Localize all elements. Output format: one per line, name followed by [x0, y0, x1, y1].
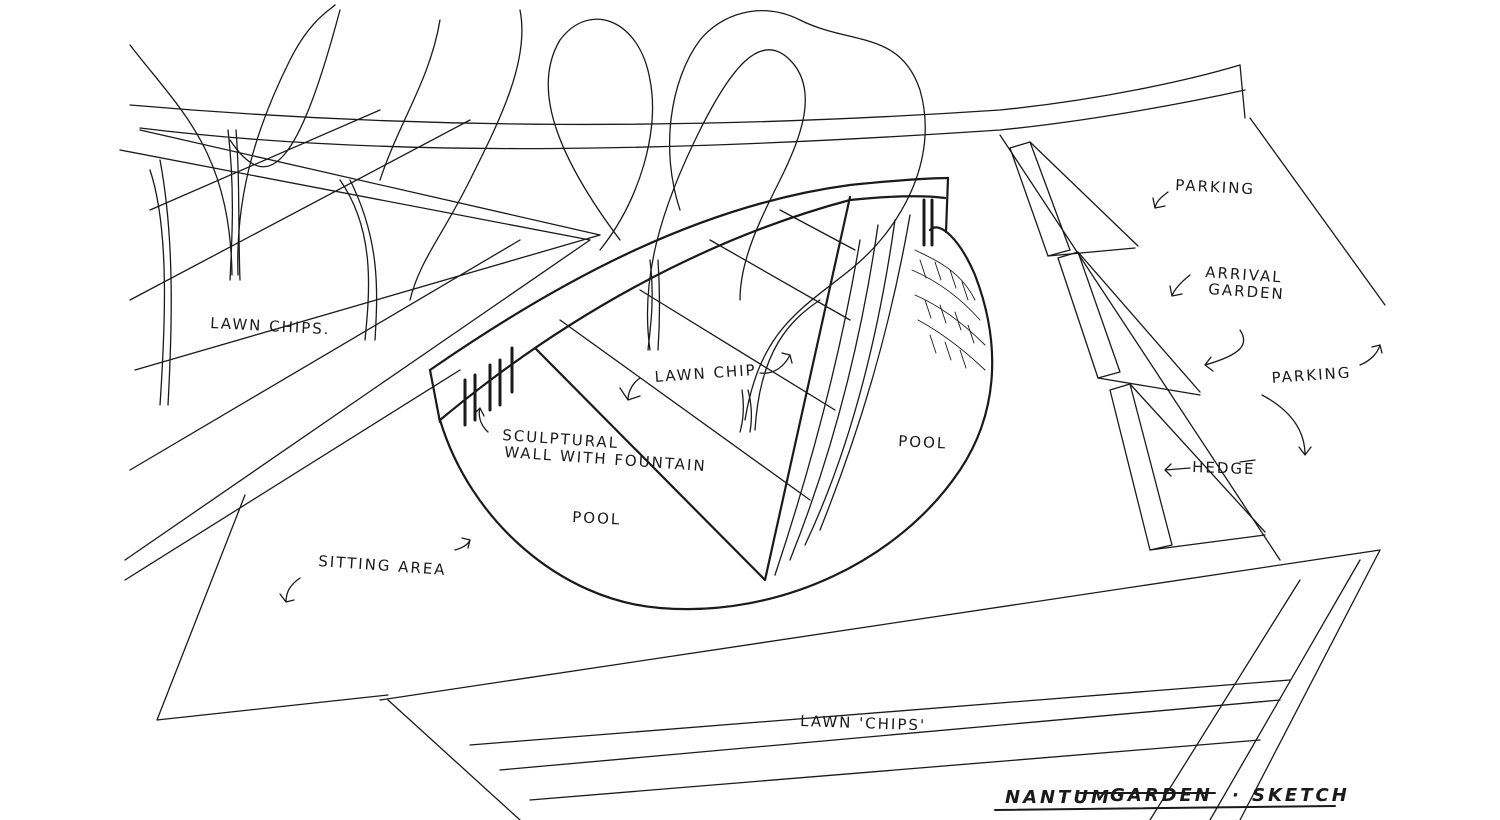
- pool-circle: [438, 226, 994, 611]
- arrow-lawn-chip-right: [759, 352, 793, 374]
- labels: LAWN CHIPS. LAWN CHIP SCULPTURAL WALL WI…: [210, 176, 1352, 734]
- lawn-chip-wedge: [533, 195, 852, 582]
- title-underline: [994, 805, 1336, 811]
- back-wall: [139, 89, 1246, 150]
- back-wall-top: [129, 64, 1241, 126]
- title-word-3: SKETCH: [1252, 785, 1350, 806]
- label-sitting-area: SITTING AREA: [318, 552, 447, 579]
- label-parking-right: PARKING: [1271, 363, 1352, 387]
- tree-trunk-center: [647, 259, 661, 351]
- planting-hatch: [911, 249, 986, 371]
- arrow-arrival-down: [1204, 329, 1245, 372]
- arrow-parking-right-down: [1261, 394, 1312, 456]
- arrow-hedge: [1164, 459, 1256, 477]
- arrival-parking: [999, 117, 1386, 561]
- curved-wall-front: [438, 195, 947, 422]
- curved-wall-top: [428, 176, 950, 372]
- label-parking-top: PARKING: [1175, 176, 1256, 198]
- sitting-area: [156, 494, 1381, 721]
- arrow-wall: [473, 407, 489, 433]
- tree-trunk-1: [149, 159, 172, 406]
- label-hedge: HEDGE: [1192, 458, 1256, 478]
- title-separator: ·: [1232, 785, 1242, 806]
- tree-trunk-right: [739, 389, 752, 433]
- arrow-parking-right-up: [1359, 344, 1383, 366]
- label-arrival-2: GARDEN: [1208, 280, 1286, 303]
- label-lawn-chips-left: LAWN CHIPS.: [210, 314, 331, 338]
- title-word-1: NANTUM: [1005, 787, 1112, 808]
- arrow-parking-top: [1152, 191, 1169, 209]
- label-pool-right: POOL: [898, 432, 948, 453]
- hedge-block-1: [1009, 141, 1071, 257]
- tree-canopy-right: [668, 10, 926, 431]
- leader-arrows: [279, 191, 1383, 603]
- hedge-block-3: [1109, 383, 1173, 551]
- label-arrival-1: ARRIVAL: [1205, 263, 1284, 286]
- arrow-arrival: [1169, 274, 1191, 297]
- label-lawn-chip-center: LAWN CHIP: [654, 361, 757, 386]
- label-pool-left: POOL: [572, 508, 622, 529]
- pool-garden: [428, 176, 994, 611]
- title-block: NANTUM GARDEN · SKETCH: [994, 785, 1350, 811]
- title-word-2: GARDEN: [1110, 785, 1213, 806]
- tree-canopy-center: [547, 18, 806, 351]
- tree-canopy-far: [379, 9, 523, 301]
- label-lawn-chips-bottom: LAWN 'CHIPS': [800, 712, 927, 734]
- arrow-sitting-left: [279, 577, 301, 603]
- tree-canopy-left: [129, 4, 341, 276]
- lower-lawn: [387, 549, 1381, 820]
- tree-trunk-3: [339, 179, 378, 341]
- arrow-sitting-right: [454, 537, 471, 551]
- arrow-lawn-chip: [619, 377, 641, 401]
- fountain-posts: [463, 198, 934, 427]
- upper-lawn: [119, 64, 1246, 581]
